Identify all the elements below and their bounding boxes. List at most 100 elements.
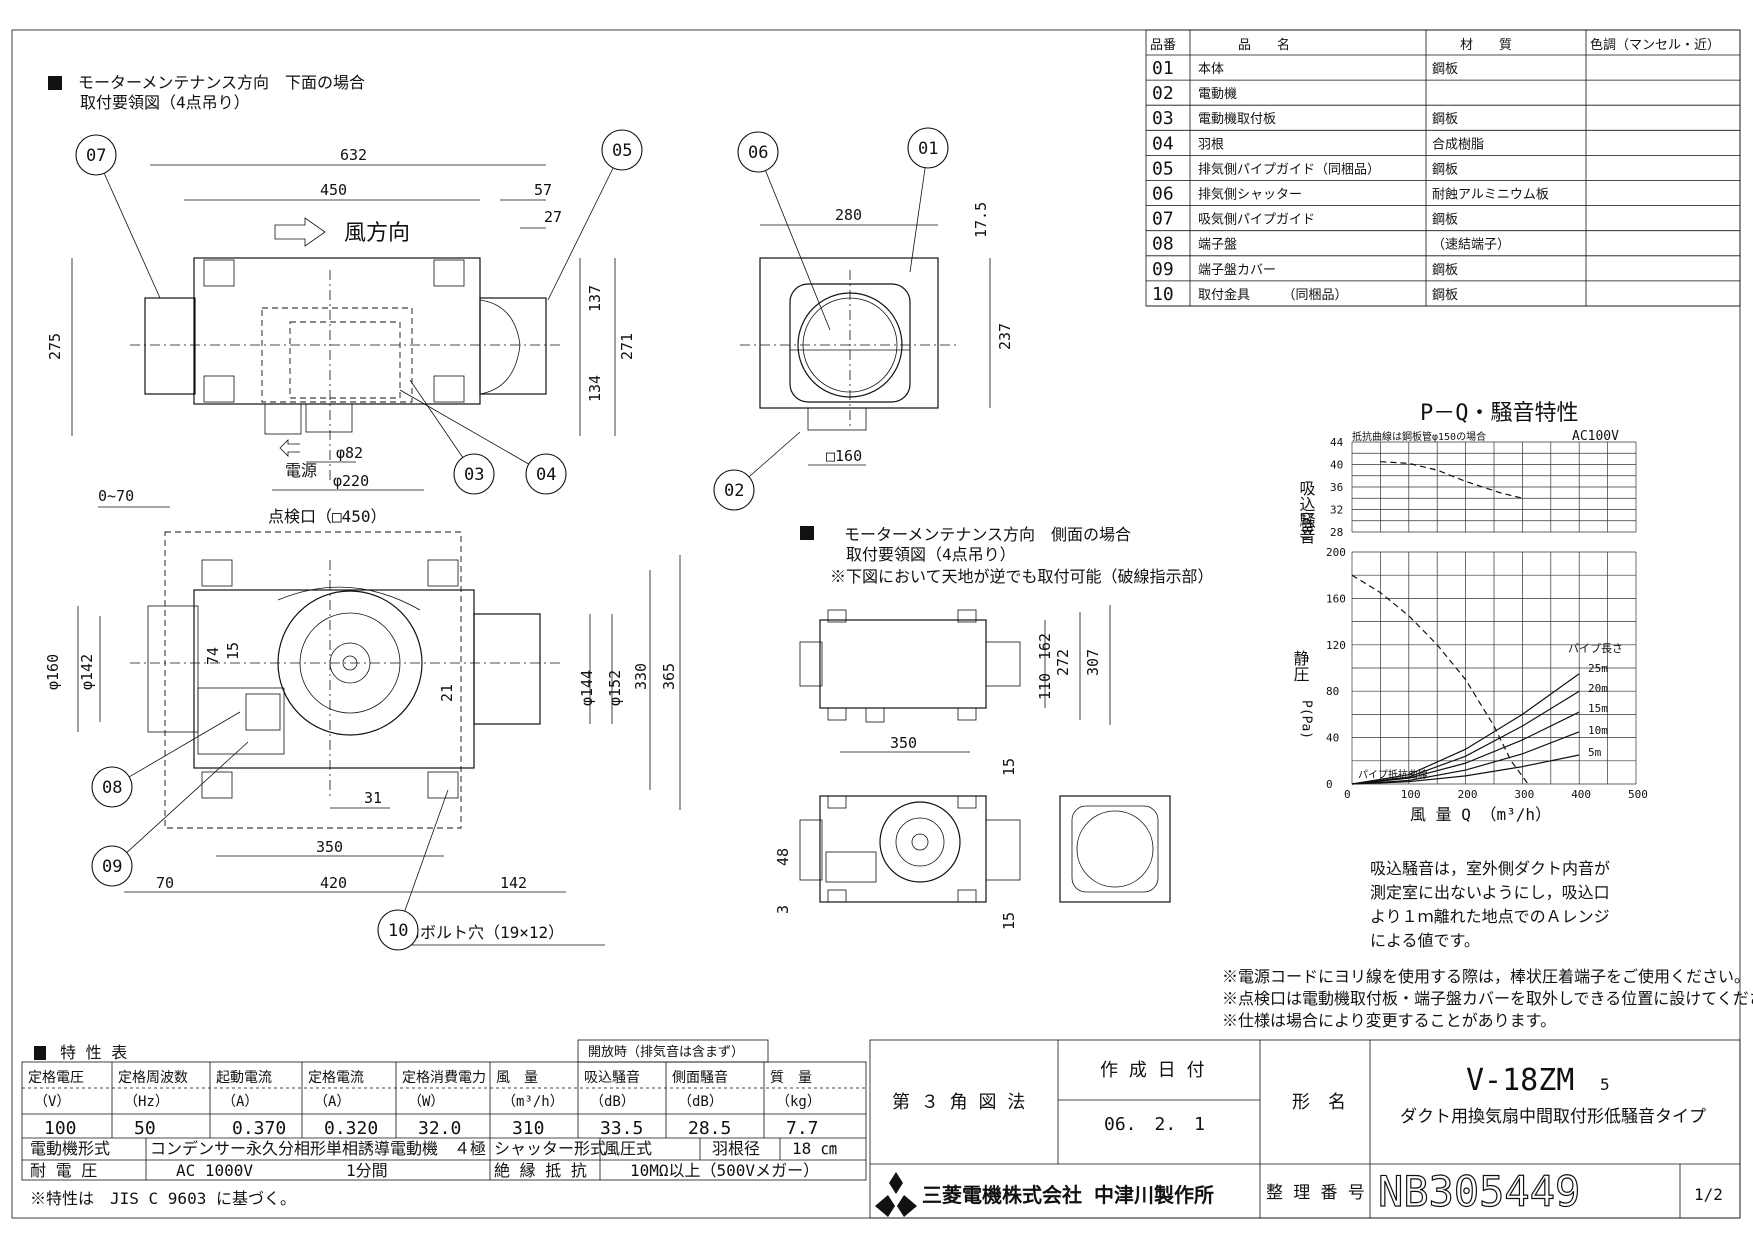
spec-header: 風 量 bbox=[496, 1070, 538, 1086]
view-side-title3: ※下図において天地が逆でも取付可能（破線指示部） bbox=[830, 567, 1214, 586]
pq-pipe-length-label: 5m bbox=[1588, 746, 1602, 759]
parts-row-name: 取付金具 （同梱品） bbox=[1198, 287, 1348, 303]
page-number: 1/2 bbox=[1694, 1185, 1723, 1204]
dim-74: 74 bbox=[204, 647, 222, 665]
pq-pressure-tick: 120 bbox=[1326, 639, 1346, 652]
balloon-leader bbox=[547, 149, 623, 301]
spec-value: 0.320 bbox=[324, 1118, 378, 1139]
voltage-value: AC 1000V bbox=[176, 1161, 253, 1180]
parts-row-name: 電動機取付板 bbox=[1198, 112, 1276, 127]
parts-row-no: 08 bbox=[1152, 234, 1174, 255]
balloon-label: 08 bbox=[102, 778, 122, 798]
parts-row-material: 鋼板 bbox=[1432, 263, 1458, 278]
dim-phi82: φ82 bbox=[336, 444, 363, 462]
pq-pipe-length-label: 25m bbox=[1588, 662, 1608, 675]
spec-value: 0.370 bbox=[232, 1118, 286, 1139]
spec-unit: （W） bbox=[408, 1094, 444, 1110]
parts-row-name: 排気側パイプガイド（同梱品） bbox=[1198, 161, 1380, 177]
balloon-circle bbox=[91, 845, 133, 887]
pq-x-tick: 500 bbox=[1628, 788, 1648, 801]
spec-value: 28.5 bbox=[688, 1118, 731, 1139]
motor-label: 電動機形式 bbox=[30, 1139, 110, 1158]
date-label: 作 成 日 付 bbox=[1100, 1060, 1205, 1081]
pq-series-line bbox=[1351, 711, 1580, 785]
spec-table: 特 性 表 開放時（排気音は含まず） 定格電圧定格周波数起動電流定格電流定格消費… bbox=[21, 1039, 867, 1208]
noise-note-3: より１ｍ離れた地点でのＡレンジ bbox=[1370, 907, 1610, 926]
parts-row-no: 09 bbox=[1152, 259, 1174, 280]
spec-value: 310 bbox=[512, 1118, 545, 1139]
parts-row-name: 電動機 bbox=[1198, 87, 1237, 102]
shutter-label: シャッター形式 bbox=[494, 1139, 606, 1158]
dim-307: 307 bbox=[1084, 649, 1102, 676]
pq-series-line bbox=[1351, 690, 1580, 785]
note-1: ※電源コードにヨリ線を使用する際は，棒状圧着端子をご使用ください。 bbox=[1222, 967, 1750, 986]
spec-header: 吸込騒音 bbox=[584, 1069, 640, 1086]
dim-phi152: φ152 bbox=[606, 670, 624, 706]
spec-header: 定格電流 bbox=[308, 1070, 364, 1086]
dim-phi220: φ220 bbox=[333, 472, 369, 490]
title-block: 第 ３ 角 図 法 作 成 日 付 06. 2. 1 形 名 V-18ZM 5 … bbox=[869, 1039, 1741, 1219]
balloon-label: 09 bbox=[102, 857, 122, 877]
bolt-hole-label: 天吊ボルト穴（19×12） bbox=[388, 923, 564, 942]
projection-label: 第 ３ 角 図 法 bbox=[892, 1092, 1025, 1113]
pq-noise-tick: 36 bbox=[1330, 481, 1343, 494]
balloon-leader bbox=[95, 154, 161, 299]
spec-header: 定格消費電力 bbox=[402, 1070, 486, 1086]
parts-row-name: 端子盤カバー bbox=[1198, 263, 1276, 278]
dim-15-top: 15 bbox=[224, 642, 242, 660]
balloon-circle bbox=[907, 127, 949, 169]
spec-footnote: ※特性は JIS C 9603 に基づく。 bbox=[30, 1189, 296, 1208]
parts-header-name: 品 名 bbox=[1238, 37, 1290, 53]
dim-350-side: 350 bbox=[890, 734, 917, 752]
pq-pressure-tick: 160 bbox=[1326, 592, 1346, 605]
parts-row-no: 07 bbox=[1152, 209, 1174, 230]
balloon-label: 02 bbox=[724, 481, 744, 501]
dim-365: 365 bbox=[660, 663, 678, 690]
parts-row-name: 端子盤 bbox=[1198, 238, 1237, 253]
mitsubishi-logo-icon bbox=[875, 1172, 917, 1217]
pq-x-tick: 0 bbox=[1344, 788, 1351, 801]
spec-header: 定格周波数 bbox=[118, 1070, 188, 1086]
pq-noise-unit: (dB) bbox=[1299, 510, 1314, 541]
balloon-circle bbox=[601, 129, 643, 171]
model-value: V-18ZM bbox=[1466, 1063, 1574, 1098]
spec-unit: （V） bbox=[34, 1094, 70, 1110]
parts-row-no: 02 bbox=[1152, 83, 1174, 104]
dim-134: 134 bbox=[586, 375, 604, 402]
inspect-label: 点検口（□450） bbox=[268, 507, 387, 526]
dim-280: 280 bbox=[835, 206, 862, 224]
dim-phi142: φ142 bbox=[78, 654, 96, 690]
balloon-leader bbox=[909, 147, 929, 273]
balloon-label: 06 bbox=[748, 143, 768, 163]
balloon-circle bbox=[737, 131, 779, 173]
balloon-label: 01 bbox=[918, 139, 938, 159]
view-top: 点検口（□450） 0~70 φ160 φ142 74 15 φ144 φ152… bbox=[44, 487, 681, 946]
pq-pipe-label: パイプ長さ bbox=[1568, 642, 1623, 655]
pq-series-line bbox=[1351, 673, 1580, 785]
noise-note-1: 吸込騒音は，室外側ダクト内音が bbox=[1370, 859, 1610, 878]
pq-noise-label: 吸込騒音 bbox=[1297, 480, 1316, 544]
noise-note: 吸込騒音は，室外側ダクト内音が 測定室に出ないようにし，吸込口 より１ｍ離れた地… bbox=[1370, 859, 1610, 950]
note-3: ※仕様は場合により変更することがあります。 bbox=[1222, 1011, 1556, 1030]
balloon-leader bbox=[397, 789, 449, 931]
pq-pipe-length-label: 15m bbox=[1588, 702, 1608, 715]
noise-note-4: による値です。 bbox=[1370, 931, 1480, 950]
pq-noise-tick: 28 bbox=[1330, 526, 1343, 539]
dim-70: 70 bbox=[156, 874, 174, 892]
dim-632: 632 bbox=[340, 146, 367, 164]
parts-row-material: （速結端子） bbox=[1432, 238, 1510, 253]
pq-x-tick: 100 bbox=[1401, 788, 1421, 801]
balloon-circle bbox=[713, 469, 755, 511]
power-label: 電源 bbox=[285, 461, 317, 480]
parts-header-material: 材 質 bbox=[1460, 38, 1512, 53]
spec-header: 起動電流 bbox=[216, 1070, 272, 1086]
pq-pressure-label: 静圧 bbox=[1291, 650, 1310, 682]
motor-value: コンデンサー永久分相形単相誘導電動機 ４極 bbox=[150, 1139, 486, 1158]
dim-350-top: 350 bbox=[316, 838, 343, 856]
pq-x-tick: 300 bbox=[1514, 788, 1534, 801]
dim-137: 137 bbox=[586, 285, 604, 312]
pq-pressure-tick: 40 bbox=[1326, 732, 1339, 745]
